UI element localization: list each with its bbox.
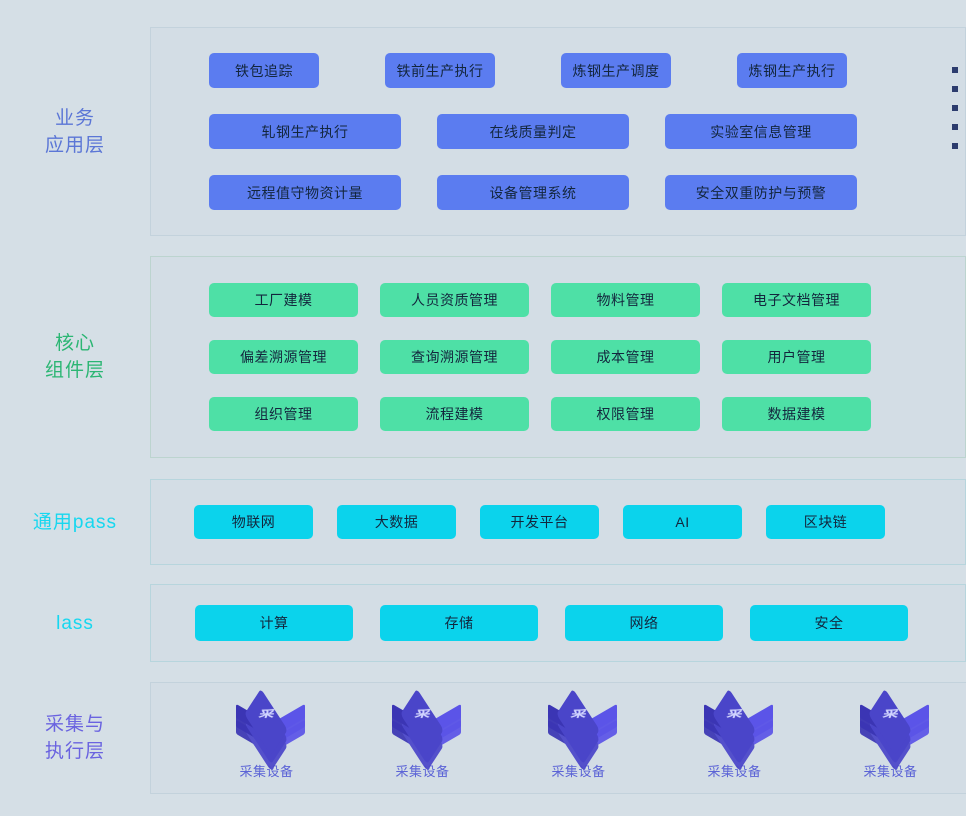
- acquisition-device-icon: 采: [229, 688, 305, 772]
- chip-core-0-1[interactable]: 人员资质管理: [380, 283, 529, 317]
- chip-business-1-1[interactable]: 在线质量判定: [437, 114, 629, 149]
- chip-core-0-3[interactable]: 电子文档管理: [722, 283, 871, 317]
- chip-business-0-3[interactable]: 炼钢生产执行: [737, 53, 847, 88]
- device-label: 采集设备: [551, 764, 606, 779]
- device-label: 采集设备: [707, 764, 762, 779]
- acquisition-device-icon: 采: [697, 688, 773, 772]
- edge-list-item: [952, 136, 966, 155]
- chip-business-0-0[interactable]: 铁包追踪: [209, 53, 319, 88]
- device-3[interactable]: 采 采集设备: [692, 688, 777, 780]
- business-row-2: 轧钢生产执行 在线质量判定 实验室信息管理: [151, 114, 965, 149]
- chip-core-2-1[interactable]: 流程建模: [380, 397, 529, 431]
- device-label: 采集设备: [395, 764, 450, 779]
- iaas-row-1: 计算 存储 网络 安全: [151, 605, 965, 641]
- layer-label-general-paas: 通用pass: [32, 511, 118, 533]
- layer-label-core-component: 核心 组件层: [44, 333, 105, 381]
- edge-list-item: [952, 98, 966, 117]
- chip-core-2-2[interactable]: 权限管理: [551, 397, 700, 431]
- bullet-icon: [952, 123, 958, 130]
- chip-paas-2[interactable]: 开发平台: [480, 505, 599, 539]
- chip-business-0-1[interactable]: 铁前生产执行: [385, 53, 495, 88]
- chip-core-1-0[interactable]: 偏差溯源管理: [209, 340, 358, 374]
- chip-business-1-0[interactable]: 轧钢生产执行: [209, 114, 401, 149]
- chip-core-0-0[interactable]: 工厂建模: [209, 283, 358, 317]
- core-row-1: 工厂建模 人员资质管理 物料管理 电子文档管理: [151, 283, 965, 317]
- chip-iaas-3[interactable]: 安全: [750, 605, 908, 641]
- chip-core-2-3[interactable]: 数据建模: [722, 397, 871, 431]
- layer-business-application: 业务 应用层 铁包追踪 铁前生产执行 炼钢生产调度 炼钢生产执行 轧钢生产执行 …: [0, 27, 966, 236]
- chip-iaas-1[interactable]: 存储: [380, 605, 538, 641]
- layer-panel-business-application: 铁包追踪 铁前生产执行 炼钢生产调度 炼钢生产执行 轧钢生产执行 在线质量判定 …: [150, 27, 966, 236]
- layer-panel-acquisition-execution: 采 采集设备 采 采集设备: [150, 682, 966, 794]
- business-row-3: 远程值守物资计量 设备管理系统 安全双重防护与预警: [151, 175, 965, 210]
- device-2[interactable]: 采 采集设备: [536, 688, 621, 780]
- layer-label-iaas: lass: [56, 612, 94, 634]
- chip-iaas-2[interactable]: 网络: [565, 605, 723, 641]
- core-row-3: 组织管理 流程建模 权限管理 数据建模: [151, 397, 965, 431]
- layer-general-paas: 通用pass 物联网 大数据 开发平台 AI 区块链: [0, 479, 966, 565]
- device-label: 采集设备: [239, 764, 294, 779]
- device-0[interactable]: 采 采集设备: [224, 688, 309, 780]
- chip-paas-0[interactable]: 物联网: [194, 505, 313, 539]
- layer-acquisition-execution: 采集与 执行层 采 采集设备: [0, 682, 966, 794]
- edge-bullet-list: [952, 60, 966, 155]
- device-glyph: 采: [256, 708, 276, 720]
- chip-paas-1[interactable]: 大数据: [337, 505, 456, 539]
- layer-panel-core-component: 工厂建模 人员资质管理 物料管理 电子文档管理 偏差溯源管理 查询溯源管理 成本…: [150, 256, 966, 458]
- chip-core-1-3[interactable]: 用户管理: [722, 340, 871, 374]
- chip-business-1-2[interactable]: 实验室信息管理: [665, 114, 857, 149]
- acquisition-row-1: 采 采集设备 采 采集设备: [151, 688, 966, 780]
- acquisition-device-icon: 采: [853, 688, 929, 772]
- device-glyph: 采: [724, 708, 744, 720]
- device-glyph: 采: [412, 708, 432, 720]
- device-4[interactable]: 采 采集设备: [848, 688, 933, 780]
- device-glyph: 采: [880, 708, 900, 720]
- layer-core-component: 核心 组件层 工厂建模 人员资质管理 物料管理 电子文档管理 偏差溯源管理 查询…: [0, 256, 966, 458]
- chip-core-1-1[interactable]: 查询溯源管理: [380, 340, 529, 374]
- device-1[interactable]: 采 采集设备: [380, 688, 465, 780]
- chip-business-2-2[interactable]: 安全双重防护与预警: [665, 175, 857, 210]
- edge-list-item: [952, 117, 966, 136]
- paas-row-1: 物联网 大数据 开发平台 AI 区块链: [151, 505, 965, 539]
- edge-list-item: [952, 60, 966, 79]
- layer-panel-iaas: 计算 存储 网络 安全: [150, 584, 966, 662]
- core-row-2: 偏差溯源管理 查询溯源管理 成本管理 用户管理: [151, 340, 965, 374]
- acquisition-device-icon: 采: [385, 688, 461, 772]
- device-label: 采集设备: [863, 764, 918, 779]
- chip-core-1-2[interactable]: 成本管理: [551, 340, 700, 374]
- chip-paas-4[interactable]: 区块链: [766, 505, 885, 539]
- layer-label-business-application: 业务 应用层: [44, 107, 105, 156]
- chip-paas-3[interactable]: AI: [623, 505, 742, 539]
- bullet-icon: [952, 85, 958, 92]
- chip-business-0-2[interactable]: 炼钢生产调度: [561, 53, 671, 88]
- chip-business-2-0[interactable]: 远程值守物资计量: [209, 175, 401, 210]
- chip-business-2-1[interactable]: 设备管理系统: [437, 175, 629, 210]
- bullet-icon: [952, 142, 958, 149]
- chip-core-2-0[interactable]: 组织管理: [209, 397, 358, 431]
- bullet-icon: [952, 66, 958, 73]
- edge-list-item: [952, 79, 966, 98]
- business-row-1: 铁包追踪 铁前生产执行 炼钢生产调度 炼钢生产执行: [151, 53, 965, 88]
- chip-iaas-0[interactable]: 计算: [195, 605, 353, 641]
- layer-panel-general-paas: 物联网 大数据 开发平台 AI 区块链: [150, 479, 966, 565]
- chip-core-0-2[interactable]: 物料管理: [551, 283, 700, 317]
- acquisition-device-icon: 采: [541, 688, 617, 772]
- device-glyph: 采: [568, 708, 588, 720]
- bullet-icon: [952, 104, 958, 111]
- layer-label-acquisition-execution: 采集与 执行层: [44, 714, 105, 762]
- layer-iaas: lass 计算 存储 网络 安全: [0, 584, 966, 662]
